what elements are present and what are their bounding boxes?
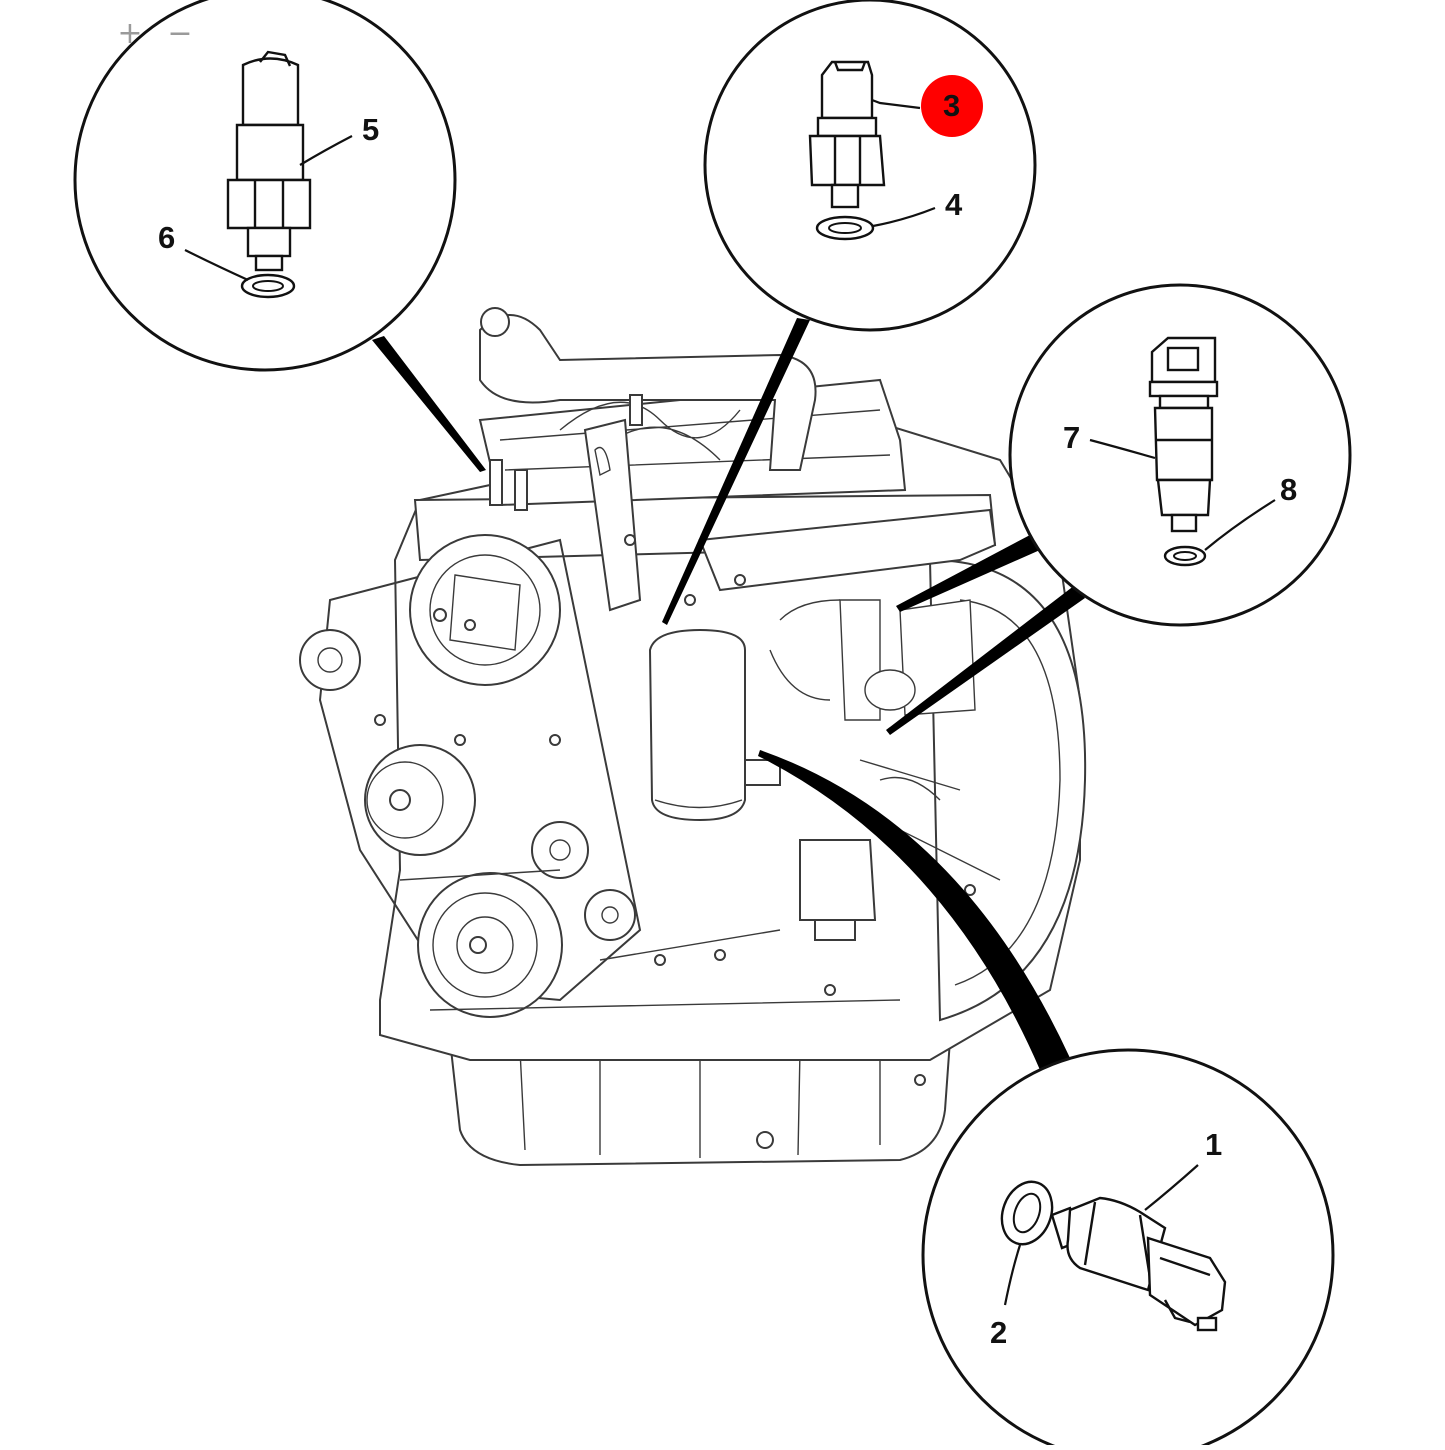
- zoom-in-button[interactable]: +: [117, 16, 143, 51]
- callout-label-4[interactable]: 4: [945, 187, 963, 222]
- zoom-out-button[interactable]: −: [167, 16, 193, 51]
- callout-label-1[interactable]: 1: [1205, 1127, 1222, 1162]
- callout-label-2[interactable]: 2: [990, 1315, 1007, 1350]
- callout-label-6[interactable]: 6: [158, 220, 175, 255]
- pointer-wedge-7-8-b: [886, 585, 1085, 735]
- leader-line-5: [299, 135, 353, 166]
- intake-pipe: [479, 314, 817, 471]
- callout-label-5[interactable]: 5: [362, 112, 379, 147]
- detail-circle-sensor-7-8: 7 8: [1008, 283, 1352, 627]
- temperature-sender-7: [1148, 336, 1219, 533]
- engine-illustration: [299, 307, 1087, 1167]
- pointer-wedge-1-2: [758, 750, 1070, 1070]
- pointer-wedge-3-4: [662, 318, 810, 625]
- callout-label-8[interactable]: 8: [1280, 472, 1297, 507]
- sealing-washer-6: [240, 273, 296, 299]
- leader-line-8: [1204, 499, 1276, 551]
- sealing-washer-8: [1163, 545, 1207, 567]
- leader-line-3: [871, 98, 921, 110]
- leader-line-4: [872, 206, 936, 228]
- leader-line-7: [1089, 438, 1156, 460]
- pointer-wedge-5-6: [372, 336, 486, 472]
- exhaust-manifold: [698, 508, 997, 592]
- detail-circle-sensor-3-4: 3 4: [703, 0, 1037, 332]
- leader-line-1: [1144, 1164, 1199, 1211]
- pressure-switch-1: [1050, 1196, 1227, 1332]
- temperature-sensor-5: [226, 50, 312, 272]
- pressure-sensor-3: [808, 60, 886, 209]
- detail-circle-sensor-1-2: 1 2: [921, 1048, 1335, 1450]
- sealing-washer-2: [1000, 1180, 1054, 1246]
- detail-circle-sensor-5-6: 5 6: [73, 0, 457, 372]
- zoom-controls: + −: [112, 14, 198, 54]
- callout-label-7[interactable]: 7: [1063, 420, 1080, 455]
- pointer-wedge-7-8: [896, 535, 1040, 612]
- leader-line-6: [184, 249, 249, 282]
- sealing-washer-4: [815, 215, 875, 241]
- oil-filter: [648, 628, 746, 822]
- leader-line-2: [1003, 1244, 1022, 1306]
- fuel-filter: [799, 839, 877, 921]
- callout-label-3[interactable]: 3: [943, 88, 960, 123]
- selected-callout-marker[interactable]: [921, 75, 983, 137]
